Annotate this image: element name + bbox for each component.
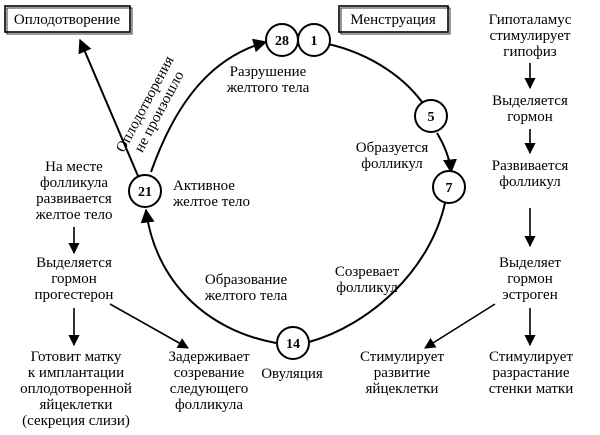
stimulates-egg-label: Стимулирует развитие яйцеклетки	[360, 349, 444, 397]
svg-text:(секреция слизи): (секреция слизи)	[22, 413, 130, 429]
svg-text:прогестерон: прогестерон	[35, 287, 114, 303]
day-circle-5: 5	[414, 99, 448, 133]
follicle-matures-label: Созревает фолликул	[335, 264, 400, 296]
menstruation-label: Менструация	[350, 12, 436, 28]
corpus-develops-label: На месте фолликула развивается желтое те…	[35, 159, 113, 223]
arc-5-7	[436, 132, 457, 174]
prepares-uterus-label: Готовит матку к имплантации оплодотворен…	[20, 349, 132, 429]
svg-text:стимулирует: стимулирует	[490, 28, 571, 44]
arc-7-14	[308, 202, 446, 343]
svg-text:желтое тело: желтое тело	[172, 194, 250, 210]
estrogen-label: Выделяет гормон эстроген	[499, 255, 561, 303]
day-circle-14: 14	[276, 326, 310, 360]
corpus-formation-label: Образование желтого тела	[204, 272, 288, 304]
arc-14-21	[140, 208, 277, 344]
svg-text:Разрушение: Разрушение	[230, 64, 307, 80]
svg-text:разрастание: разрастание	[492, 365, 569, 381]
svg-text:к имплантации: к имплантации	[28, 365, 124, 381]
not-fertilized-label: Оплодотворения не произошло	[113, 54, 187, 156]
svg-text:Стимулирует: Стимулирует	[360, 349, 444, 365]
svg-text:1: 1	[311, 34, 318, 49]
svg-text:Выделяет: Выделяет	[499, 255, 561, 271]
menstruation-box: Менструация	[338, 5, 451, 35]
svg-text:Выделяется: Выделяется	[36, 255, 112, 271]
svg-text:гормон: гормон	[507, 109, 553, 125]
day-circle-28: 28	[265, 23, 299, 57]
stimulates-uterus-label: Стимулирует разрастание стенки матки	[489, 349, 574, 397]
svg-text:следующего: следующего	[170, 381, 248, 397]
svg-text:5: 5	[428, 110, 435, 125]
day-circle-1: 1	[297, 23, 331, 57]
svg-text:Образование: Образование	[205, 272, 288, 288]
svg-text:На месте: На месте	[45, 159, 103, 175]
svg-text:фолликул: фолликул	[499, 174, 561, 190]
arc-1-5	[317, 41, 423, 103]
cycle-ring	[140, 38, 457, 344]
svg-text:развивается: развивается	[36, 191, 112, 207]
fertilization-box: Оплодотворение	[4, 5, 133, 35]
svg-text:желтого тела: желтого тела	[226, 80, 310, 96]
svg-text:фолликул: фолликул	[361, 156, 423, 172]
arc-21-28	[150, 38, 268, 173]
active-corpus-label: Активное желтое тело	[172, 178, 250, 210]
svg-text:яйцеклетки: яйцеклетки	[366, 381, 439, 397]
svg-text:желтого тела: желтого тела	[204, 288, 288, 304]
delays-maturation-label: Задерживает созревание следующего фоллик…	[168, 349, 250, 413]
svg-text:Задерживает: Задерживает	[168, 349, 250, 365]
day-circle-7: 7	[432, 170, 466, 204]
ovulation-label: Овуляция	[261, 366, 323, 382]
svg-text:Образуется: Образуется	[356, 140, 429, 156]
svg-text:Развивается: Развивается	[492, 158, 569, 174]
svg-text:развитие: развитие	[374, 365, 431, 381]
svg-text:фолликул: фолликул	[336, 280, 398, 296]
svg-text:Стимулирует: Стимулирует	[489, 349, 573, 365]
svg-text:желтое тело: желтое тело	[35, 207, 113, 223]
svg-text:эстроген: эстроген	[502, 287, 557, 303]
svg-text:Готовит матку: Готовит матку	[31, 349, 122, 365]
svg-text:гипофиз: гипофиз	[503, 44, 556, 60]
svg-text:Гипоталамус: Гипоталамус	[489, 12, 572, 28]
svg-text:Созревает: Созревает	[335, 264, 400, 280]
svg-text:28: 28	[275, 34, 289, 49]
destruction-label: Разрушение желтого тела	[226, 64, 310, 96]
svg-text:гормон: гормон	[51, 271, 97, 287]
arrow-left-3	[109, 303, 189, 349]
hypothalamus-label: Гипоталамус стимулирует гипофиз	[489, 12, 572, 60]
svg-text:стенки матки: стенки матки	[489, 381, 574, 397]
svg-text:21: 21	[138, 185, 152, 200]
progesterone-label: Выделяется гормон прогестерон	[35, 255, 114, 303]
hormone-released-label: Выделяется гормон	[492, 93, 568, 125]
svg-text:Активное: Активное	[173, 178, 235, 194]
day-circle-21: 21	[128, 174, 162, 208]
svg-text:гормон: гормон	[507, 271, 553, 287]
arrow-to-fertilization	[78, 38, 139, 177]
follicle-forms-label: Образуется фолликул	[356, 140, 429, 172]
svg-text:оплодотворенной: оплодотворенной	[20, 381, 132, 397]
svg-text:фолликула: фолликула	[175, 397, 243, 413]
svg-text:фолликула: фолликула	[40, 175, 108, 191]
svg-text:Выделяется: Выделяется	[492, 93, 568, 109]
svg-text:яйцеклетки: яйцеклетки	[40, 397, 113, 413]
svg-text:созревание: созревание	[174, 365, 245, 381]
svg-text:7: 7	[446, 181, 453, 196]
fertilization-label: Оплодотворение	[14, 12, 121, 28]
arrow-right-4	[424, 303, 496, 349]
svg-text:14: 14	[286, 337, 300, 352]
follicle-develops-label: Развивается фолликул	[492, 158, 569, 190]
